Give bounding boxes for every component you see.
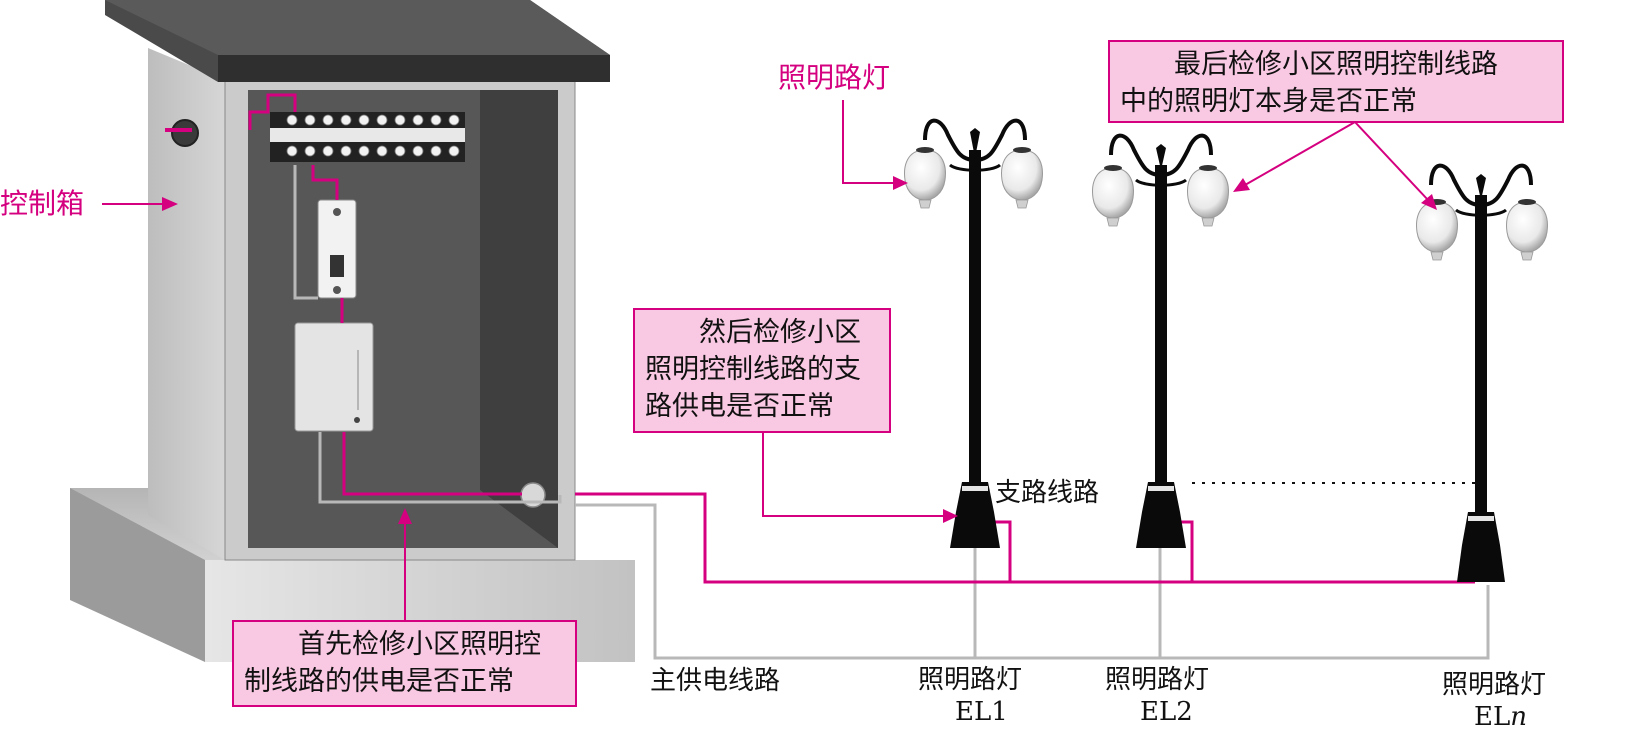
street-lamp-el2: [1092, 133, 1229, 548]
branch-line-label: 支路线路: [995, 478, 1100, 508]
el2-name-label: 照明路灯: [1105, 665, 1210, 695]
cabinet-base-side: [70, 488, 205, 662]
eln-id-label: ELn: [1474, 704, 1527, 730]
callout-step1: 首先检修小区照明控 制线路的供电是否正常: [232, 620, 577, 707]
terminal-block: [270, 112, 465, 162]
eln-id-prefix: EL: [1474, 702, 1511, 732]
main-supply-label: 主供电线路: [650, 666, 781, 696]
annotation-arrows: [102, 100, 1437, 620]
el1-id-label: EL1: [955, 697, 1008, 727]
callout-step1-line2: 制线路的供电是否正常: [244, 666, 514, 697]
cabinet-side-panel: [148, 48, 225, 560]
street-lamp-el1: [904, 118, 1043, 548]
control-box-label: 控制箱: [0, 187, 85, 220]
circuit-breaker: [317, 199, 357, 299]
main-supply-wire: [575, 503, 1490, 660]
light-controller: [294, 322, 374, 432]
cabinet-roof-edge: [218, 55, 610, 82]
arrow-step3-el2: [1244, 121, 1356, 186]
cabinet-roof-top: [105, 0, 610, 55]
grey-wire-controller: [318, 432, 562, 504]
eln-name-label: 照明路灯: [1442, 670, 1547, 700]
street-lamp-eln: [1416, 163, 1548, 582]
branch-wire: [575, 492, 1475, 584]
wiring: [248, 93, 1490, 660]
arrow-step3-eln: [1354, 121, 1429, 201]
callout-step3-line1: 最后检修小区照明控制线路: [1174, 49, 1498, 80]
magenta-wire-outlet: [342, 432, 522, 496]
callout-step3-line2: 中的照明灯本身是否正常: [1120, 86, 1417, 117]
cabinet-interior-shadow: [480, 90, 558, 548]
magenta-wire-terminal: [248, 93, 297, 130]
callout-step3: 最后检修小区照明控制线路 中的照明灯本身是否正常: [1108, 40, 1564, 123]
grey-wire-breaker: [293, 165, 318, 300]
arrow-step2: [762, 432, 945, 517]
callout-step2-line3: 路供电是否正常: [645, 391, 834, 422]
el2-id-label: EL2: [1140, 697, 1193, 727]
eln-id-suffix: n: [1510, 702, 1527, 732]
magenta-wire-breaker: [311, 165, 339, 200]
callout-step2: 然后检修小区 照明控制线路的支 路供电是否正常: [633, 308, 891, 433]
side-cable-hole: [171, 119, 199, 147]
callout-step2-line1: 然后检修小区: [699, 317, 861, 348]
street-light-label: 照明路灯: [778, 61, 891, 94]
callout-step2-line2: 照明控制线路的支: [645, 354, 861, 385]
arrow-street-light: [842, 100, 895, 184]
control-cabinet: [70, 0, 635, 662]
callout-step1-line1: 首先检修小区照明控: [298, 629, 541, 660]
el1-name-label: 照明路灯: [918, 665, 1023, 695]
